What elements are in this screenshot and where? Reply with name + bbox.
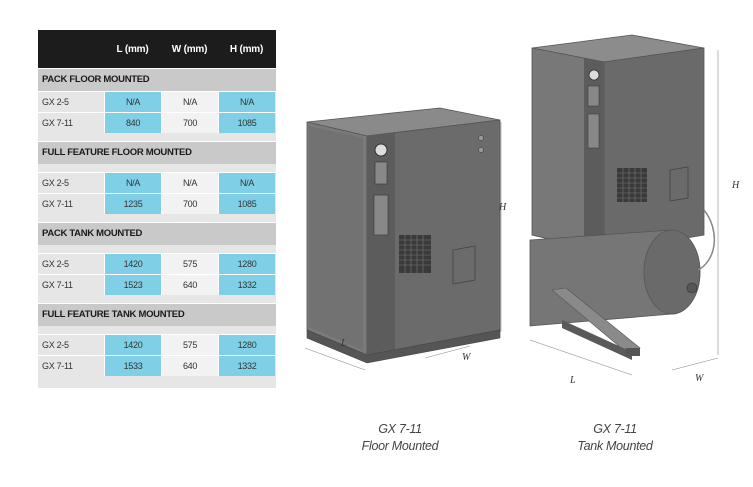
- length-cell: 1523: [104, 275, 161, 295]
- length-cell: 1533: [104, 356, 161, 376]
- table-row: GX 7-11 1523 640 1332: [38, 274, 276, 295]
- height-cell: 1280: [218, 254, 275, 274]
- vent-grille: [399, 235, 431, 273]
- width-dim-label: W: [695, 373, 704, 384]
- tank-caption-model: GX 7-11: [593, 422, 637, 436]
- table-row: GX 7-11 840 700 1085: [38, 112, 276, 133]
- tank-caption: GX 7-11 Tank Mounted: [560, 421, 670, 455]
- model-cell: GX 7-11: [38, 113, 104, 133]
- length-dim-label: L: [570, 375, 576, 386]
- height-cell: 1332: [218, 356, 275, 376]
- table-row: GX 2-5 1420 575 1280: [38, 334, 276, 355]
- dimensions-table: L (mm) W (mm) H (mm) PACK FLOOR MOUNTED …: [38, 30, 276, 388]
- tank-mounted-compressor-illustration: [529, 34, 719, 376]
- model-cell: GX 2-5: [38, 173, 104, 193]
- width-cell: N/A: [161, 92, 218, 112]
- section-title: PACK TANK MOUNTED: [38, 222, 276, 245]
- length-cell: N/A: [104, 92, 161, 112]
- table-row: GX 7-11 1533 640 1332: [38, 355, 276, 376]
- section-gap: [38, 133, 276, 141]
- length-cell: 1420: [104, 335, 161, 355]
- width-cell: N/A: [161, 173, 218, 193]
- model-cell: GX 7-11: [38, 275, 104, 295]
- length-cell: 1235: [104, 194, 161, 214]
- width-cell: 700: [161, 113, 218, 133]
- vent-grille: [617, 168, 647, 202]
- width-cell: 575: [161, 335, 218, 355]
- section-title: FULL FEATURE FLOOR MOUNTED: [38, 141, 276, 164]
- height-cell: N/A: [218, 173, 275, 193]
- section-gap: [38, 164, 276, 172]
- floor-mounted-compressor-illustration: [304, 107, 502, 371]
- header-width: W (mm): [171, 43, 208, 55]
- section-gap: [38, 245, 276, 253]
- table-row: GX 2-5 1420 575 1280: [38, 253, 276, 274]
- length-cell: 1420: [104, 254, 161, 274]
- height-dim-label: H: [732, 180, 740, 191]
- floor-caption-type: Floor Mounted: [361, 439, 439, 453]
- section-gap: [38, 326, 276, 334]
- tank-caption-type: Tank Mounted: [577, 439, 653, 453]
- width-dim-label: W: [462, 352, 471, 363]
- model-cell: GX 2-5: [38, 92, 104, 112]
- section-title: FULL FEATURE TANK MOUNTED: [38, 303, 276, 326]
- table-row: GX 2-5 N/A N/A N/A: [38, 172, 276, 193]
- floor-caption: GX 7-11 Floor Mounted: [345, 421, 455, 455]
- model-cell: GX 2-5: [38, 335, 104, 355]
- height-cell: 1280: [218, 335, 275, 355]
- width-cell: 640: [161, 275, 218, 295]
- table-row: GX 7-11 1235 700 1085: [38, 193, 276, 214]
- model-cell: GX 7-11: [38, 194, 104, 214]
- model-cell: GX 2-5: [38, 254, 104, 274]
- header-height: H (mm): [229, 43, 264, 55]
- section-gap: [38, 295, 276, 303]
- length-cell: 840: [104, 113, 161, 133]
- table-header: L (mm) W (mm) H (mm): [38, 30, 276, 68]
- length-dim-label: L: [341, 338, 347, 349]
- length-cell: N/A: [104, 173, 161, 193]
- width-cell: 575: [161, 254, 218, 274]
- height-cell: 1085: [218, 194, 275, 214]
- floor-caption-model: GX 7-11: [378, 422, 422, 436]
- width-cell: 640: [161, 356, 218, 376]
- height-dim-label: H: [499, 202, 507, 213]
- table-row: GX 2-5 N/A N/A N/A: [38, 91, 276, 112]
- table-footer-pad: [38, 376, 276, 388]
- model-cell: GX 7-11: [38, 356, 104, 376]
- height-cell: 1085: [218, 113, 275, 133]
- header-length: L (mm): [116, 43, 149, 55]
- width-cell: 700: [161, 194, 218, 214]
- section-title: PACK FLOOR MOUNTED: [38, 68, 276, 91]
- section-gap: [38, 214, 276, 222]
- height-cell: 1332: [218, 275, 275, 295]
- height-cell: N/A: [218, 92, 275, 112]
